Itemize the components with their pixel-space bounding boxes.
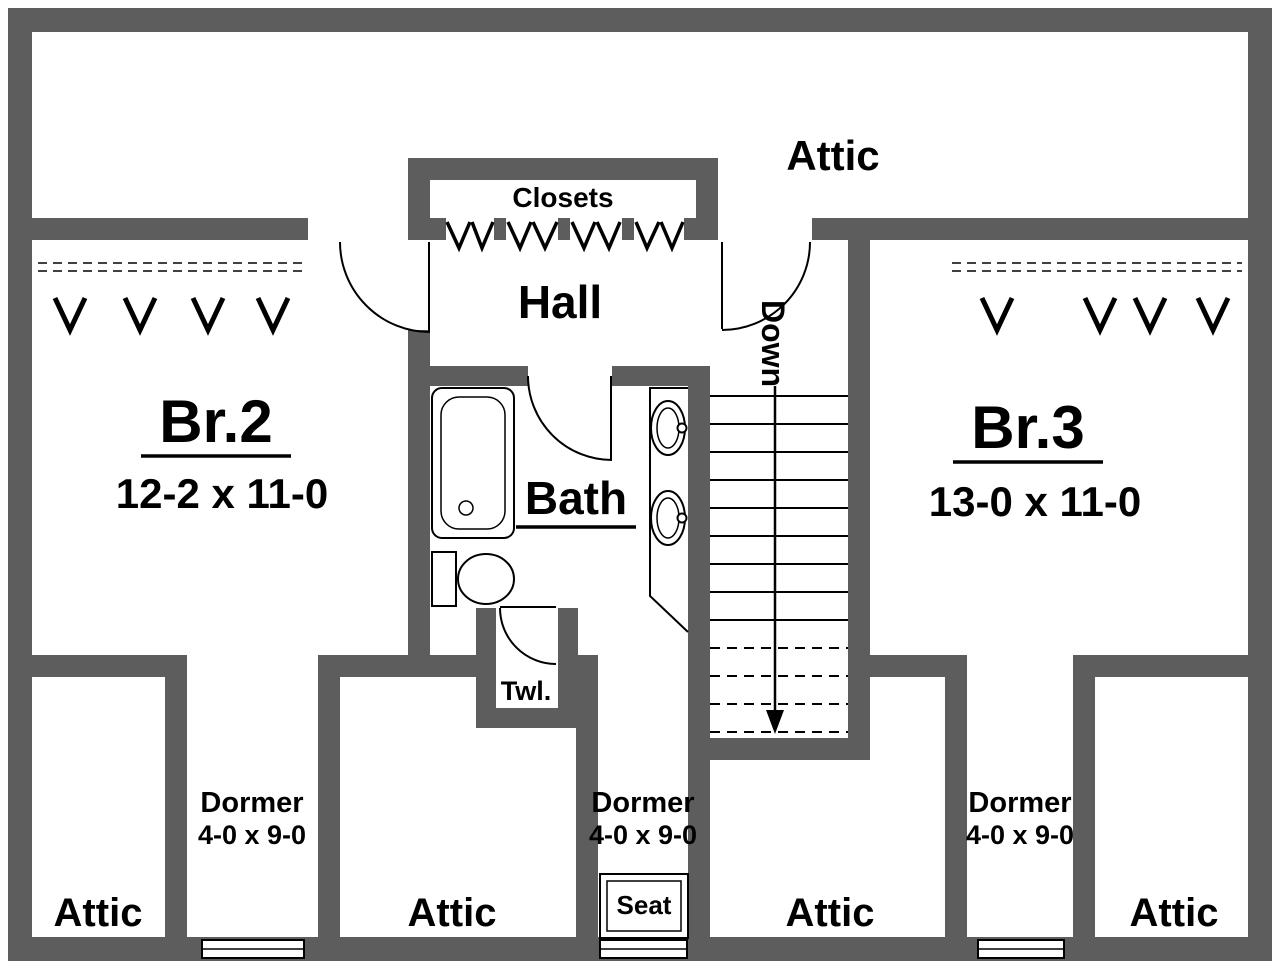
- down-arrow-head: [766, 710, 784, 734]
- vanity-counter: [649, 387, 689, 633]
- closet-door-mark: [570, 221, 597, 253]
- wall-segment: [165, 655, 187, 940]
- wall-segment: [848, 240, 870, 760]
- wall-segment: [476, 608, 496, 728]
- toilet-bowl: [457, 553, 515, 605]
- down-label: Down: [755, 300, 791, 387]
- br2-name-label: Br.2: [159, 388, 272, 455]
- sink-faucet: [676, 422, 688, 434]
- bathtub-outer: [431, 387, 515, 539]
- dormer2-name-label: Dormer: [591, 787, 694, 819]
- wall-segment: [32, 655, 165, 677]
- closet-door-mark: [634, 221, 661, 253]
- window-seat: [599, 873, 689, 939]
- wall-segment: [408, 330, 430, 677]
- toilet-tank: [431, 551, 457, 607]
- wall-segment: [558, 608, 578, 728]
- wall-segment: [622, 218, 634, 240]
- wall-segment: [612, 366, 696, 386]
- roofline-mark: [1082, 296, 1118, 336]
- br3-name-label: Br.3: [971, 394, 1084, 461]
- wall-segment: [32, 218, 308, 240]
- room-labels: Attic Closets Hall Down Br.2 12-2 x 11-0…: [54, 132, 1219, 935]
- seat-label: Seat: [617, 890, 672, 920]
- br2-dims-label: 12-2 x 11-0: [116, 470, 329, 517]
- roofline-mark: [255, 296, 291, 336]
- wall-segment: [812, 218, 1248, 240]
- wall-segment: [318, 655, 340, 940]
- wall-segment: [576, 655, 598, 940]
- dormer1-dims-label: 4-0 x 9-0: [198, 820, 306, 850]
- bathtub: [431, 387, 515, 539]
- dormer2-dims-label: 4-0 x 9-0: [589, 820, 697, 850]
- wall-segment: [684, 218, 696, 240]
- bathtub-drain: [458, 500, 474, 516]
- twl-door-swing: [499, 607, 557, 665]
- wall-segment: [408, 158, 430, 240]
- stairs-door-swing: [721, 241, 811, 331]
- dormer-windows: [201, 939, 1065, 959]
- attic-top-label: Attic: [786, 132, 879, 179]
- wall-segment: [1248, 8, 1272, 961]
- seat-label-backing: [611, 892, 677, 920]
- closet-door-mark: [659, 221, 685, 253]
- closet-door-mark: [595, 221, 622, 253]
- roofline-mark: [1132, 296, 1168, 336]
- closet-door-marks: [445, 221, 685, 253]
- hall-label: Hall: [518, 276, 602, 328]
- attic-bottom-center-right-label: Attic: [786, 891, 875, 935]
- wall-segment: [1095, 655, 1248, 677]
- wall-segment: [945, 655, 967, 940]
- sink-basin-inner: [656, 497, 680, 539]
- closet-door-mark: [506, 221, 533, 253]
- sink-basin-inner: [656, 407, 680, 449]
- closet-door-mark: [470, 221, 495, 253]
- wall-segment: [430, 218, 446, 240]
- wall-segment: [476, 708, 578, 728]
- wall-segment: [494, 218, 506, 240]
- wall-segment: [688, 366, 710, 940]
- br2-door-swing: [339, 241, 431, 333]
- attic-bottom-center-left-label: Attic: [408, 891, 497, 935]
- wall-segment: [8, 8, 32, 961]
- roofline-mark: [979, 296, 1015, 336]
- wall-segment: [710, 738, 870, 760]
- attic-bottom-left-label: Attic: [54, 891, 143, 935]
- wall-segment: [696, 158, 718, 240]
- roofline-mark: [190, 296, 226, 336]
- bathtub-inner: [440, 396, 506, 530]
- closet-door-mark: [445, 221, 472, 253]
- dormer3-dims-label: 4-0 x 9-0: [966, 820, 1074, 850]
- dormer1-name-label: Dormer: [200, 787, 303, 819]
- wall-segment: [430, 366, 528, 386]
- wall-segment: [870, 655, 945, 677]
- bath-label: Bath: [525, 472, 627, 524]
- wall-segment: [1073, 655, 1095, 940]
- closet-door-mark: [531, 221, 559, 253]
- toilet: [431, 551, 515, 607]
- ceiling-break-lines: [38, 262, 1242, 272]
- twl-label: Twl.: [501, 676, 552, 706]
- roofline-marks: [52, 296, 1231, 336]
- doors: [339, 241, 811, 665]
- wall-segment: [558, 218, 570, 240]
- closets-label: Closets: [512, 182, 613, 213]
- sink-faucet: [676, 512, 688, 524]
- roofline-mark: [52, 296, 88, 336]
- br3-dims-label: 13-0 x 11-0: [929, 478, 1142, 525]
- seat-bench-inner: [606, 880, 682, 932]
- staircase: [710, 386, 848, 734]
- wall-segment: [408, 158, 718, 180]
- vanity-sinks: [649, 387, 689, 633]
- bath-door-swing: [527, 375, 613, 461]
- wall-segment: [340, 655, 478, 677]
- dormer3-name-label: Dormer: [968, 787, 1071, 819]
- wall-segment: [8, 8, 1272, 32]
- roofline-mark: [1195, 296, 1231, 336]
- roofline-mark: [122, 296, 158, 336]
- attic-bottom-right-label: Attic: [1130, 891, 1219, 935]
